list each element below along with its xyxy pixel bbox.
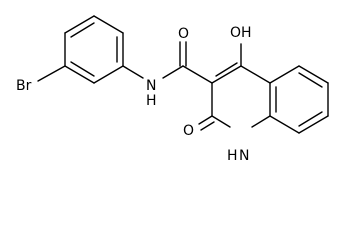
carbonyl-oxygen-label: O [178, 26, 189, 42]
bond [298, 115, 329, 134]
atom-labels: Br N H O OH O H N [16, 25, 252, 163]
bond [211, 65, 242, 84]
bond [298, 72, 323, 88]
bond [269, 65, 300, 84]
ring-carbonyl-oxygen-label: O [183, 123, 194, 139]
hydroxyl-label: OH [230, 25, 252, 41]
bond [298, 65, 329, 84]
chemical-structure: Br N H O OH O H N [16, 15, 329, 163]
bond [162, 65, 184, 79]
bond [200, 121, 215, 131]
bond [240, 65, 271, 84]
bond [93, 65, 124, 84]
bond [37, 65, 66, 82]
bromine-label: Br [16, 78, 32, 94]
bond [211, 115, 231, 128]
bond [122, 65, 144, 79]
amide-nitrogen-label: N [146, 78, 156, 94]
bond [64, 65, 95, 84]
bond [251, 115, 271, 128]
bond [70, 22, 95, 38]
amide-nitrogen-hydrogen-label: H [146, 93, 157, 109]
ring-nitrogen-hydrogen-label: H [227, 148, 238, 163]
bond [298, 111, 323, 127]
bond [182, 65, 213, 84]
bond [269, 115, 300, 134]
ring-nitrogen-label: N [239, 148, 249, 163]
bond-lines [37, 15, 329, 134]
bond [64, 15, 95, 34]
bond [70, 61, 95, 77]
bond [93, 15, 124, 34]
bond [198, 115, 213, 125]
bond [215, 62, 238, 77]
